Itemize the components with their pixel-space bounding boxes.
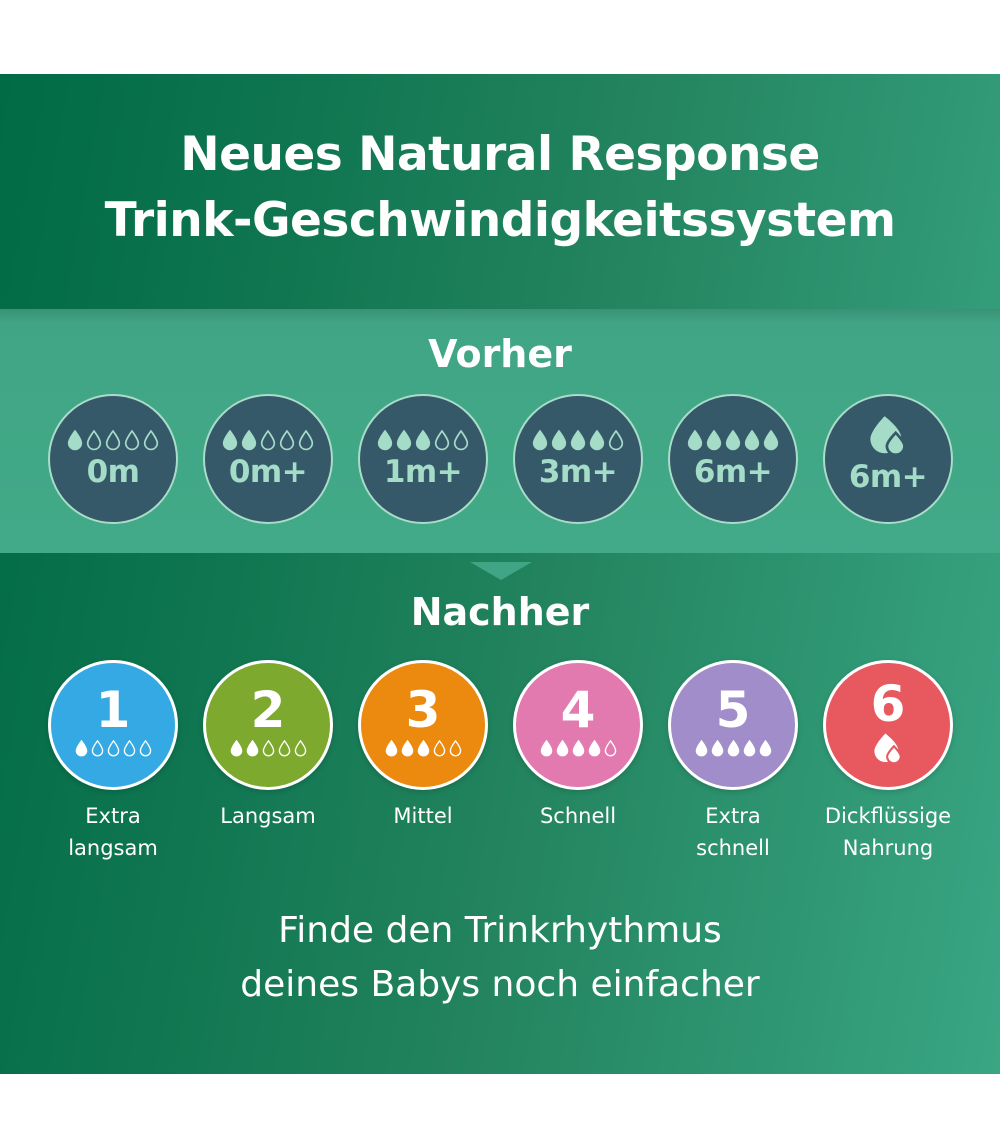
flow-description: Extra langsam [33,800,193,864]
tagline: Finde den Trinkrhythmus deines Babys noc… [0,904,1000,1012]
flow-number: 2 [250,681,286,739]
flow-description: Extra schnell [653,800,813,864]
old-nipple-label: 0m [86,454,140,490]
old-nipple-label: 6m+ [848,459,928,495]
header: Neues Natural Response Trink-Geschwindig… [0,74,1000,309]
old-nipple-label: 0m+ [228,454,308,490]
title-line-2: Trink-Geschwindigkeitssystem [104,193,896,248]
description-line-1: Extra [85,804,141,828]
description-line-1: Dickflüssige [824,804,952,828]
flow-description: Schnell [498,800,658,832]
description-line-2: schnell [696,836,770,860]
old-nipple-1m-plus: 1m+ [358,394,488,524]
description-line-1: Extra [705,804,761,828]
flow-drops-icon [540,736,617,760]
flow-number: 1 [95,681,131,739]
old-nipple-label: 6m+ [693,454,773,490]
thick-feed-drops-icon [871,730,905,766]
flow-drops-icon [230,736,307,760]
flow-drops-icon [377,428,469,452]
flow-drops-icon [222,428,314,452]
flow-badge: 1 [48,660,178,790]
flow-drops-icon [67,428,159,452]
down-triangle-arrow-icon [470,562,532,580]
flow-drops-icon [532,428,624,452]
old-nipple-label: 1m+ [383,454,463,490]
vorher-section: Vorher 0m 0m+ 1m+ 3m+ 6m+ [0,309,1000,553]
flow-badge: 4 [513,660,643,790]
old-nipple-3m-plus: 3m+ [513,394,643,524]
tagline-line-2: deines Babys noch einfacher [240,964,760,1005]
old-nipple-0m: 0m [48,394,178,524]
flow-description: Dickflüssige Nahrung [803,800,973,864]
description-line-1: Langsam [220,804,316,828]
flow-description: Mittel [343,800,503,832]
flow-badge: 2 [203,660,333,790]
flow-description: Langsam [188,800,348,832]
vorher-title: Vorher [428,332,572,376]
nachher-title: Nachher [410,590,590,634]
flow-number: 5 [715,681,751,739]
old-nipple-label: 3m+ [538,454,618,490]
flow-drops-icon [687,428,779,452]
infographic-panel: Neues Natural Response Trink-Geschwindig… [0,74,1000,1074]
vorher-row: 0m 0m+ 1m+ 3m+ 6m+ [0,394,1000,526]
nachher-row: 1 Extra langsam 2 Langsam [0,660,1000,860]
flow-number: 3 [405,681,441,739]
thick-feed-drops-icon [866,413,910,457]
flow-drops-icon [695,736,772,760]
description-line-2: langsam [68,836,158,860]
flow-drops-icon [385,736,462,760]
title-line-1: Neues Natural Response [180,127,820,182]
tagline-line-1: Finde den Trinkrhythmus [278,910,722,951]
flow-drops-icon [75,736,152,760]
flow-badge: 6 [823,660,953,790]
flow-number: 4 [560,681,596,739]
description-line-2: Nahrung [842,836,934,860]
old-nipple-6m-plus-thick: 6m+ [823,394,953,524]
flow-number: 6 [870,675,906,733]
description-line-1: Schnell [539,804,617,828]
old-nipple-6m-plus: 6m+ [668,394,798,524]
old-nipple-0m-plus: 0m+ [203,394,333,524]
description-line-1: Mittel [393,804,453,828]
flow-badge: 5 [668,660,798,790]
flow-badge: 3 [358,660,488,790]
